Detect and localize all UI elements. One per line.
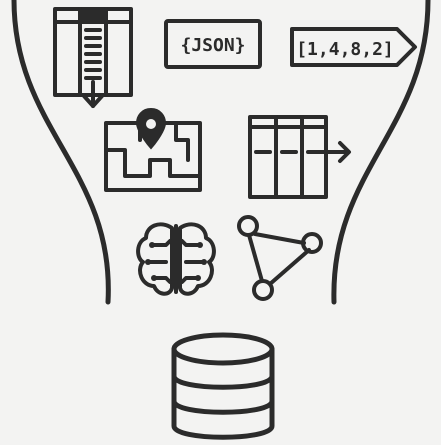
- json-label: {JSON}: [180, 35, 245, 56]
- funnel-left-wall: [11, 0, 111, 305]
- array-label: [1,4,8,2]: [296, 39, 394, 60]
- map-pin-icon: [104, 107, 202, 192]
- json-icon: {JSON}: [164, 19, 262, 69]
- table-download-icon: [53, 7, 133, 108]
- funnel-right-wall: [331, 0, 431, 305]
- table-export-icon: [248, 115, 351, 199]
- graph-network-icon: [237, 215, 323, 301]
- array-icon: [1,4,8,2]: [290, 27, 417, 67]
- brain-icon: [136, 222, 216, 296]
- database-icon: [171, 332, 275, 440]
